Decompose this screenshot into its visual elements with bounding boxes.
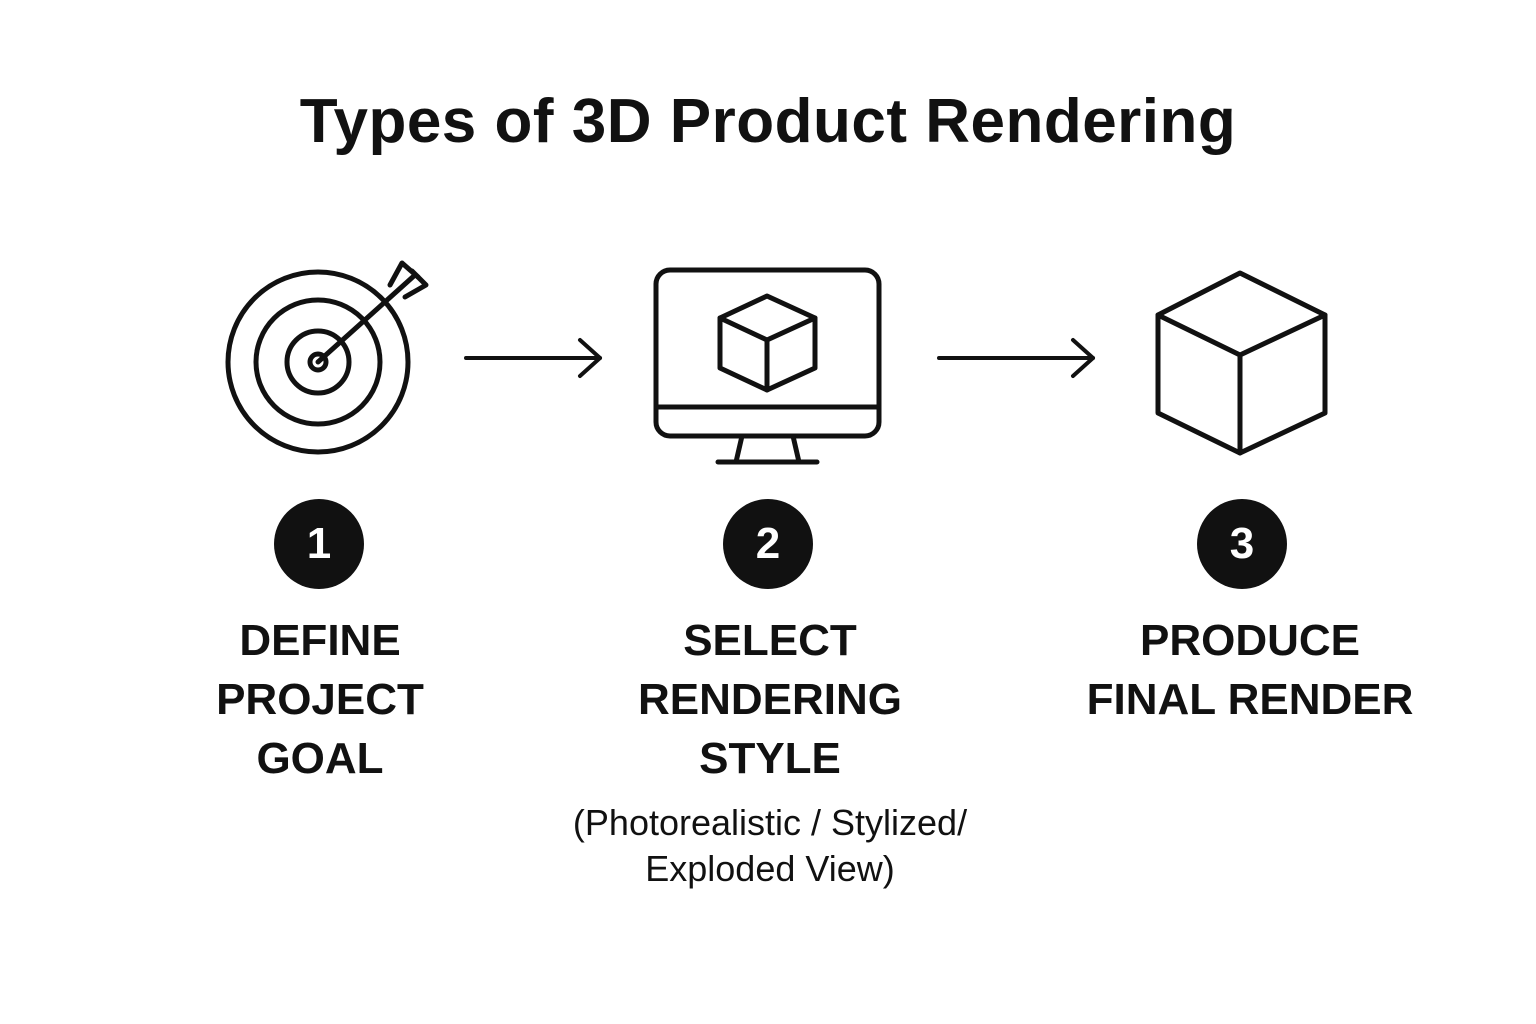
cube-icon: [1155, 270, 1328, 456]
arrow-right-icon: [937, 338, 1095, 378]
step-label: PRODUCE FINAL RENDER: [1086, 616, 1414, 724]
arrow-right-icon: [464, 338, 602, 378]
step-sublabel: (Photorealistic / Stylized/ Exploded Vie…: [572, 802, 968, 889]
page-title: Types of 3D Product Rendering: [299, 87, 1237, 156]
step-number-badge: 1: [274, 499, 364, 589]
step-label: DEFINE PROJECT GOAL: [216, 616, 424, 783]
step-number-badge: 3: [1197, 499, 1287, 589]
step-number-badge: 2: [723, 499, 813, 589]
step-label: SELECT RENDERING STYLE: [637, 616, 903, 783]
monitor-cube-icon: [653, 267, 882, 465]
target-icon: [225, 260, 429, 455]
